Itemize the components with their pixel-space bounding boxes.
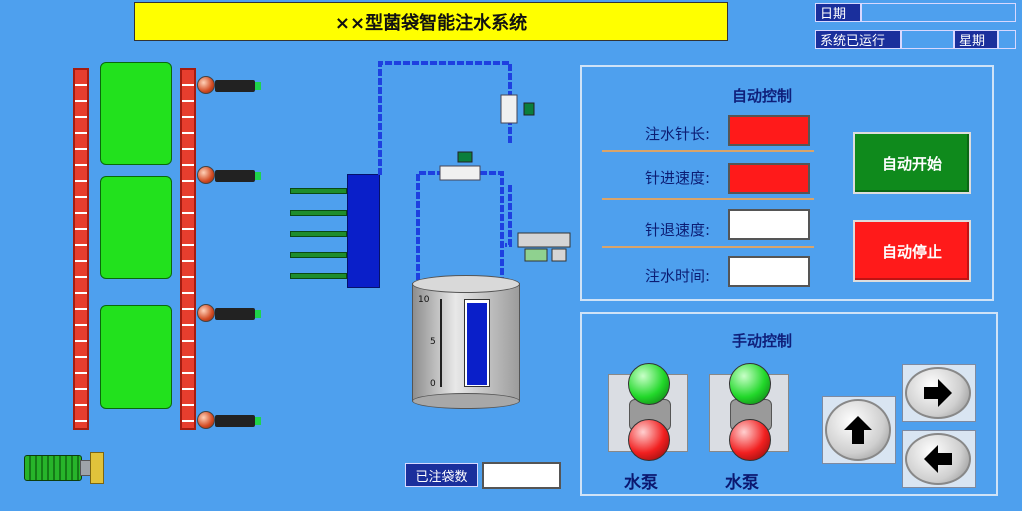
bag-block-1	[100, 62, 172, 165]
weekday-value	[998, 30, 1016, 49]
injection-head	[347, 174, 380, 288]
system-title-text: ××型菌袋智能注水系统	[334, 12, 528, 34]
runtime-value	[901, 30, 954, 49]
needle-4	[290, 252, 347, 258]
needle-2	[290, 210, 347, 216]
move-left-button[interactable]	[905, 433, 971, 485]
left-heater-strip	[73, 68, 89, 430]
pipe-network	[378, 61, 571, 280]
indicator-lamp-icon	[197, 166, 215, 184]
date-value	[861, 3, 1016, 22]
auto-stop-button[interactable]: 自动停止	[853, 220, 971, 282]
advance-speed-value[interactable]	[728, 163, 810, 194]
auto-start-button[interactable]: 自动开始	[853, 132, 971, 194]
manual-control-panel: 手动控制 水泵 水泵	[580, 312, 998, 496]
tank-level-gauge	[464, 299, 490, 387]
weekday-label: 星期	[954, 30, 998, 49]
arrow-right-icon	[924, 379, 952, 407]
pump-1-start-button[interactable]	[628, 363, 670, 405]
needle-5	[290, 273, 347, 279]
tank-scale-top: 10	[418, 295, 430, 305]
water-tank: 10 5 0	[412, 275, 522, 410]
indicator-lamp-icon	[197, 76, 215, 94]
pump-1-stop-button[interactable]	[628, 419, 670, 461]
system-title: ××型菌袋智能注水系统	[134, 2, 728, 41]
pump-2-label: 水泵	[725, 473, 759, 493]
field-label-advance-speed: 针进速度:	[644, 169, 710, 187]
move-up-button[interactable]	[825, 399, 891, 461]
bag-counter-value	[482, 462, 561, 489]
pump-switch-2[interactable]	[709, 363, 789, 461]
arrow-up-icon	[844, 416, 872, 444]
needle-length-value[interactable]	[728, 115, 810, 146]
right-heater-strip	[180, 68, 196, 430]
bag-block-3	[100, 305, 172, 409]
auto-panel-title: 自动控制	[732, 87, 793, 105]
right-button-frame	[902, 364, 976, 422]
pump-2-stop-button[interactable]	[729, 419, 771, 461]
needle-3	[290, 231, 347, 237]
field-label-retract-speed: 针退速度:	[644, 221, 710, 239]
sensor-4	[197, 410, 267, 430]
field-label-needle-length: 注水针长:	[644, 125, 710, 143]
pump-1-label: 水泵	[624, 473, 658, 493]
sensor-3	[197, 303, 267, 323]
move-right-button[interactable]	[905, 367, 971, 419]
auto-control-panel: 自动控制 注水针长: 针进速度: 针退速度: 注水时间: 自动开始 自动停止	[580, 65, 994, 301]
sensor-1	[197, 75, 267, 95]
left-button-frame	[902, 430, 976, 488]
indicator-lamp-icon	[197, 411, 215, 429]
motor-icon	[24, 452, 104, 484]
bag-block-2	[100, 176, 172, 279]
bag-counter-label: 已注袋数	[405, 463, 478, 487]
sensor-2	[197, 165, 267, 185]
injection-time-value[interactable]	[728, 256, 810, 287]
arrow-left-icon	[924, 445, 952, 473]
date-label: 日期	[815, 3, 861, 22]
tank-level-fill	[467, 303, 487, 385]
pump-switch-1[interactable]	[608, 363, 688, 461]
tank-scale-bottom: 0	[430, 379, 436, 389]
needle-1	[290, 188, 347, 194]
tank-scale-mid: 5	[430, 337, 436, 347]
runtime-label: 系统已运行	[815, 30, 901, 49]
pump-2-start-button[interactable]	[729, 363, 771, 405]
retract-speed-value[interactable]	[728, 209, 810, 240]
manual-panel-title: 手动控制	[732, 332, 793, 350]
up-button-frame	[822, 396, 896, 464]
indicator-lamp-icon	[197, 304, 215, 322]
field-label-injection-time: 注水时间:	[644, 267, 710, 285]
